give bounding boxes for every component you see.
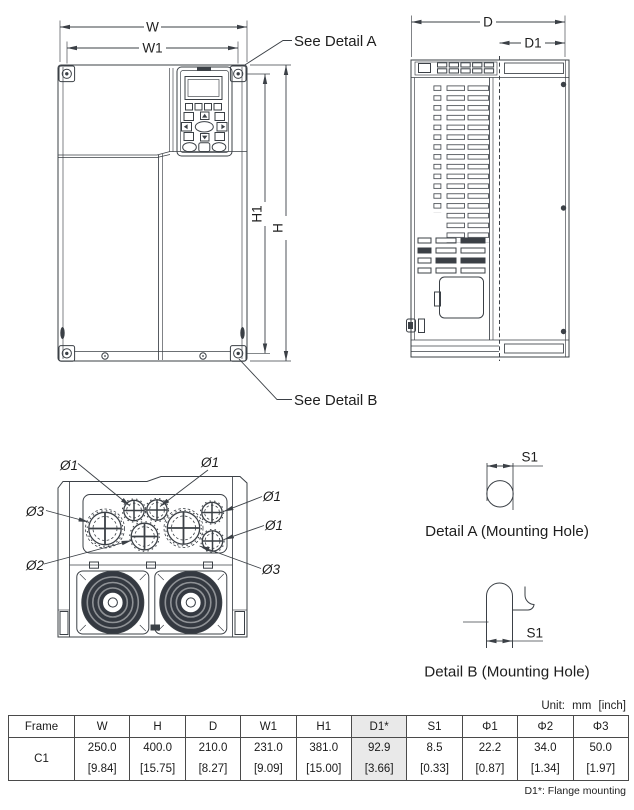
dim-label-w1: W1 [142,41,162,56]
detail-b: S1 Detail B (Mounting Hole) [424,582,590,681]
knockout-hole-phi2 [128,520,161,553]
cell-frame: C1 [8,737,75,781]
dim-label-w: W [146,20,159,35]
label-phi1: Ø1 [200,455,219,470]
col-header-d1: D1* [350,715,408,738]
table-header-row: Frame W H D W1 H1 D1* S1 Φ1 Φ2 Φ3 [8,715,629,738]
col-header-phi3: Φ3 [572,715,629,738]
col-header-w: W [73,715,131,738]
dim-d: D [411,15,566,57]
keypad-down-button [200,133,210,142]
col-header-h1: H1 [295,715,352,738]
detail-b-title: Detail B (Mounting Hole) [424,664,589,681]
table-data-row-c1: C1 250.0[9.84] 400.0[15.75] 210.0[8.27] … [8,737,629,781]
front-view: W W1 H1 H See Detail A Se [57,20,377,409]
cell-phi3: 50.0[1.97] [572,737,629,781]
unit-note: Unit: mm [inch] [541,700,626,712]
cell-d1: 92.9[3.66] [350,737,408,781]
side-access-door [439,276,484,319]
flange-screw [560,328,567,335]
bottom-view: Ø1 Ø1 Ø1 Ø1 Ø3 Ø2 Ø3 [25,455,283,638]
cell-h: 400.0[15.75] [129,737,186,781]
keypad-enter-button [194,121,214,133]
label-phi2: Ø2 [25,558,45,573]
callout-see-detail-b: See Detail B [294,392,377,409]
lower-vent-block [417,237,486,274]
keypad-up-button [200,111,210,120]
cooling-fan-right [154,570,228,635]
dimension-drawings: W W1 H1 H See Detail A Se [25,15,590,681]
col-header-phi2: Φ2 [517,715,574,738]
cell-phi1: 22.2[0.87] [461,737,519,781]
dim-label-d1: D1 [524,36,541,51]
detail-b-leader [238,358,292,400]
mounting-tab-top-left [58,65,76,83]
mounting-tab-bottom-right [229,345,247,362]
dimension-table: Frame W H D W1 H1 D1* S1 Φ1 Φ2 Φ3 C1 250… [8,715,629,781]
vent-grid-wide [467,85,490,243]
dim-label-d: D [483,15,493,30]
dim-h: H [250,64,291,362]
knockout-hole-phi3-right [163,507,204,549]
callout-see-detail-a: See Detail A [294,33,377,50]
mounting-tab-top-right [229,65,247,83]
col-header-d: D [184,715,242,738]
flange-screw [560,81,567,88]
keypad-left-button [181,122,192,132]
col-header-phi1: Φ1 [461,715,519,738]
knockout-hole-phi3-left [84,508,126,549]
cell-h1: 381.0[15.00] [295,737,352,781]
gland-plate [82,494,228,554]
dimension-table-section: Unit: mm [inch] Frame W H D W1 H1 D1* S1… [8,700,629,797]
keypad-right-button [216,122,228,132]
label-phi1: Ø1 [264,518,283,533]
col-header-w1: W1 [240,715,297,738]
knockout-hole-phi1 [144,497,170,523]
cell-w1: 231.0[9.09] [240,737,297,781]
dim-d1: D1 [499,36,565,51]
cell-d: 210.0[8.27] [184,737,242,781]
mounting-hole-circle [486,480,514,508]
label-phi1: Ø1 [59,458,78,473]
dim-label-s1-a: S1 [522,450,539,465]
table-footnote: D1*: Flange mounting [524,785,626,797]
cap-vent-slots [437,62,495,74]
detail-a-title: Detail A (Mounting Hole) [425,523,589,540]
dim-w: W [59,20,248,62]
dim-label-s1-b: S1 [527,626,544,641]
keypad-lcd [184,76,223,100]
dim-h1: H1 [246,73,270,354]
detail-a-leader [243,40,292,66]
dim-w1: W1 [66,41,239,64]
cooling-fan-left [76,570,150,635]
cell-w: 250.0[9.84] [73,737,131,781]
side-view: D D1 [406,15,570,361]
knockout-hole-phi1 [200,528,225,554]
col-header-s1: S1 [406,715,463,738]
dim-label-h1: H1 [250,205,265,222]
mounting-tab-bottom-left [58,345,76,362]
dim-label-h: H [271,223,286,233]
detail-a: S1 Detail A (Mounting Hole) [425,450,589,541]
cell-s1: 8.5[0.33] [406,737,463,781]
vent-grid-mid [446,85,466,243]
label-phi3: Ø3 [25,504,45,519]
vent-grid-small [433,85,442,213]
knockout-hole-phi1 [199,500,225,525]
col-header-h: H [129,715,186,738]
keypad [176,66,233,157]
col-header-frame: Frame [8,715,75,738]
label-phi1: Ø1 [262,489,281,504]
label-phi3: Ø3 [261,562,281,577]
flange-screw [560,205,567,211]
cell-phi2: 34.0[1.34] [517,737,574,781]
keyhole-slot [486,582,513,648]
